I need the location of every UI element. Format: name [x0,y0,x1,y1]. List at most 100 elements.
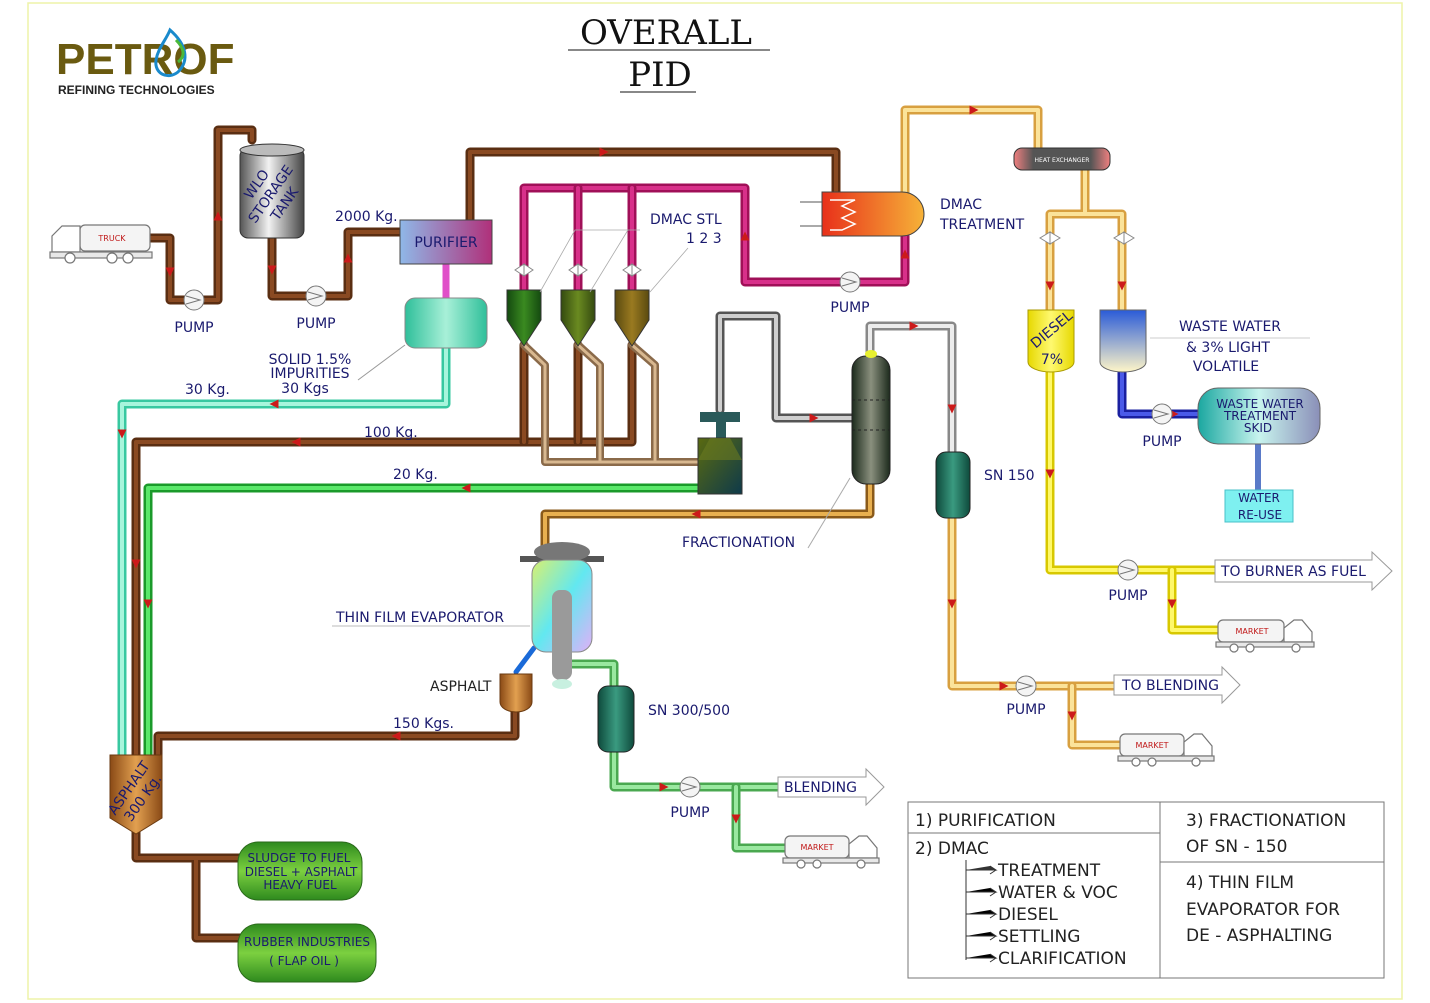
legend-item-4b: EVAPORATOR FOR [1186,900,1340,920]
pump-label-3: PUMP [830,300,869,316]
fractionation-column [851,350,891,485]
market-truck-icon: MARKET [1215,619,1315,653]
svg-text:SOLID 1.5%: SOLID 1.5% [269,352,352,368]
svg-text:CLARIFICATION: CLARIFICATION [998,949,1127,969]
svg-text:DIESEL + ASPHALT: DIESEL + ASPHALT [245,865,358,879]
page-border [27,2,1403,1000]
legend-item-4a: 4) THIN FILM [1186,873,1294,893]
asphalt-tank: ASPHALT 300 Kg. [105,754,165,835]
logo: PETROF REFINING TECHNOLOGIES [56,27,234,97]
svg-text:RUBBER INDUSTRIES: RUBBER INDUSTRIES [244,935,370,949]
heat-exchanger-label: HEAT EXCHANGER [1035,157,1090,164]
flow-2000: 2000 Kg. [335,209,398,225]
pump-icon: PUMP [296,285,336,332]
legend-item-4c: DE - ASPHALTING [1186,926,1332,946]
clarifier [697,412,743,495]
heat-exchanger: HEAT EXCHANGER [1013,147,1111,171]
svg-text:TREATMENT: TREATMENT [997,861,1101,881]
dmac-treatment-label-1: DMAC [940,197,982,213]
flow-20: 20 Kg. [393,467,438,483]
wlo-storage-tank: WLO STORAGE TANK [239,143,305,239]
svg-text:30 Kgs: 30 Kgs [281,381,329,397]
svg-text:WASTE WATER: WASTE WATER [1179,319,1281,335]
pump-icon: PUMP [830,271,870,316]
burner-output-arrow: TO BURNER AS FUEL [1214,550,1393,592]
svg-text:( FLAP OIL ): ( FLAP OIL ) [269,954,339,968]
pump-label-2: PUMP [296,316,335,332]
svg-text:IMPURITIES: IMPURITIES [270,366,349,382]
svg-text:RE-USE: RE-USE [1238,508,1282,522]
pump-label-7: PUMP [670,805,709,821]
pump-label-6: PUMP [1006,702,1045,718]
pump-icon: PUMP [670,776,710,821]
svg-text:& 3% LIGHT: & 3% LIGHT [1186,340,1270,356]
dmac-settler-1 [506,289,542,347]
svg-text:DIESEL: DIESEL [998,905,1058,925]
purifier: PURIFIER [399,219,493,265]
sn300-label: SN 300/500 [648,703,730,719]
solid-impurities-label: SOLID 1.5% IMPURITIES 30 Kgs [269,344,406,397]
svg-text:WATER: WATER [1238,491,1280,505]
svg-text:MARKET: MARKET [1135,741,1168,750]
legend-item-3a: 3) FRACTIONATION [1186,811,1346,831]
separator-vessel [404,297,488,349]
svg-text:TREATMENT: TREATMENT [1223,409,1297,423]
waste-water-label: WASTE WATER & 3% LIGHT VOLATILE [1150,319,1310,375]
asphalt-receiver [499,673,533,713]
sn150-label: SN 150 [984,468,1035,484]
svg-text:VOLATILE: VOLATILE [1193,359,1259,375]
svg-text:SETTLING: SETTLING [998,927,1080,947]
dmac-stl-numbers: 1 2 3 [686,231,722,247]
truck-label: TRUCK [97,234,126,243]
dmac-settler-2 [560,289,596,347]
pump-label-1: PUMP [174,320,213,336]
title: OVERALL PID [568,13,770,95]
legend-item-1: 1) PURIFICATION [915,811,1056,831]
market-truck-icon: MARKET [782,835,880,869]
pump-label-5: PUMP [1108,588,1147,604]
diesel-vessel: DIESEL 7% [1027,308,1076,373]
svg-text:MARKET: MARKET [1235,627,1268,636]
pump-icon: PUMP [1142,403,1182,450]
svg-text:WATER & VOC: WATER & VOC [998,883,1118,903]
truck-icon: TRUCK [49,224,153,264]
title-line2: PID [628,55,692,95]
svg-text:SLUDGE TO FUEL: SLUDGE TO FUEL [248,851,351,865]
market-truck-icon: MARKET [1117,733,1215,767]
waste-water-treatment-skid: WASTE WATER TREATMENT SKID [1197,387,1321,445]
flow-150: 150 Kgs. [393,716,454,732]
svg-text:BLENDING: BLENDING [784,780,857,796]
water-reuse: WATER RE-USE [1224,489,1294,523]
pump-icon: PUMP [174,289,214,336]
pump-label-4: PUMP [1142,434,1181,450]
legend-item-2: 2) DMAC [915,839,989,859]
dmac-treatment: DMAC TREATMENT [800,191,1025,237]
dmac-settler-3 [614,289,650,347]
legend-sublist: TREATMENT WATER & VOC DIESEL SETTLING CL… [966,861,1127,969]
waste-water-vessel [1099,309,1147,373]
diesel-percent: 7% [1041,352,1063,368]
svg-text:SKID: SKID [1244,421,1272,435]
sn150-vessel: SN 150 [935,451,1035,519]
pump-icon: PUMP [1108,559,1148,604]
svg-text:HEAVY FUEL: HEAVY FUEL [263,878,337,892]
logo-leaf-icon [174,38,185,64]
fractionation-leader [807,477,851,549]
rubber-industries-tank: RUBBER INDUSTRIES ( FLAP OIL ) [237,923,377,983]
asphalt-small-label: ASPHALT [430,679,492,695]
svg-text:TO BURNER AS FUEL: TO BURNER AS FUEL [1220,564,1366,580]
dmac-treatment-label-2: TREATMENT [939,217,1025,233]
purifier-label: PURIFIER [414,235,478,251]
fractionation-label: FRACTIONATION [682,535,795,551]
legend-box: 1) PURIFICATION 2) DMAC TREATMENT WATER … [907,801,1385,979]
svg-text:WASTE WATER: WASTE WATER [1216,397,1304,411]
thin-film-evaporator [520,542,604,689]
flow-30: 30 Kg. [185,382,230,398]
sn300-vessel [597,685,635,753]
dmac-stl-leaders [539,229,689,293]
sludge-to-fuel-tank: SLUDGE TO FUEL DIESEL + ASPHALT HEAVY FU… [237,841,363,901]
tfe-label: THIN FILM EVAPORATOR [335,610,504,626]
blending-output-arrow: BLENDING [777,767,885,807]
